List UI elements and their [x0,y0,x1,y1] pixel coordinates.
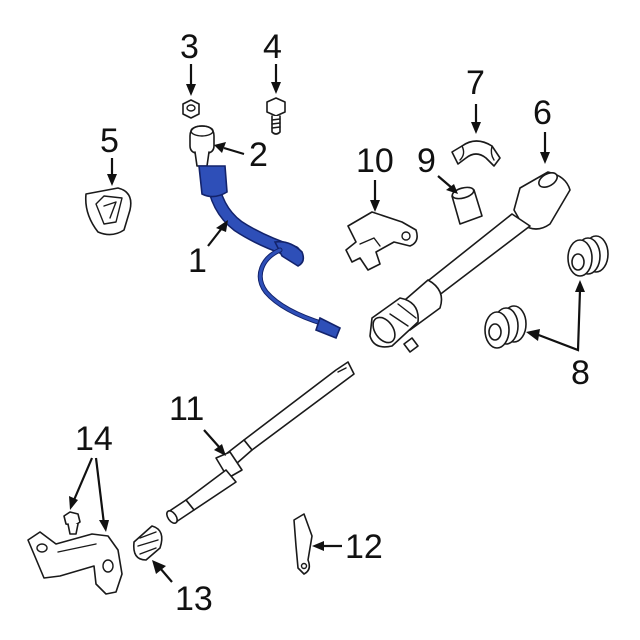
part-9-bushing[interactable] [451,185,483,225]
callout-2: 2 [249,136,268,174]
part-12-clip[interactable] [293,513,313,575]
part-10-bracket[interactable] [345,211,418,271]
leader-9 [437,175,458,194]
leader-8 [526,280,585,352]
callout-3: 3 [180,28,199,66]
part-6-column-tube[interactable] [369,170,571,353]
callout-13: 13 [175,580,213,618]
part-14-bracket[interactable] [27,531,123,595]
part-1-wiring-harness[interactable] [198,165,342,340]
callout-8: 8 [571,354,590,392]
leader-13 [152,560,173,583]
callout-1: 1 [188,242,207,280]
callout-6: 6 [533,94,552,132]
part-3-nut[interactable] [182,99,200,119]
leader-6 [540,132,550,164]
leader-2 [214,142,245,156]
leader-12 [312,541,342,551]
leader-11 [203,429,226,456]
callout-14: 14 [75,420,113,458]
callout-12: 12 [345,528,383,566]
part-8-bushing-lower[interactable] [484,305,527,349]
part-14-bolt[interactable] [63,511,81,535]
leader-7 [471,104,481,134]
callout-5: 5 [100,122,119,160]
leader-14 [69,457,109,532]
part-8-bushing-upper[interactable] [567,235,609,277]
callout-9: 9 [417,142,436,180]
leader-5 [107,158,117,186]
callout-11: 11 [169,390,204,428]
part-7-clamp[interactable] [451,140,501,167]
part-11-shaft[interactable] [165,361,355,525]
leader-1 [207,220,228,247]
part-4-bolt[interactable] [266,97,286,135]
callout-7: 7 [466,64,485,102]
part-13-boot[interactable] [132,525,163,561]
leader-10 [370,180,380,212]
part-2-connector[interactable] [189,125,215,167]
part-5-cover[interactable] [84,187,132,236]
callout-4: 4 [263,28,282,66]
callout-10: 10 [356,142,394,180]
leader-3 [186,64,196,96]
leader-4 [271,64,281,94]
